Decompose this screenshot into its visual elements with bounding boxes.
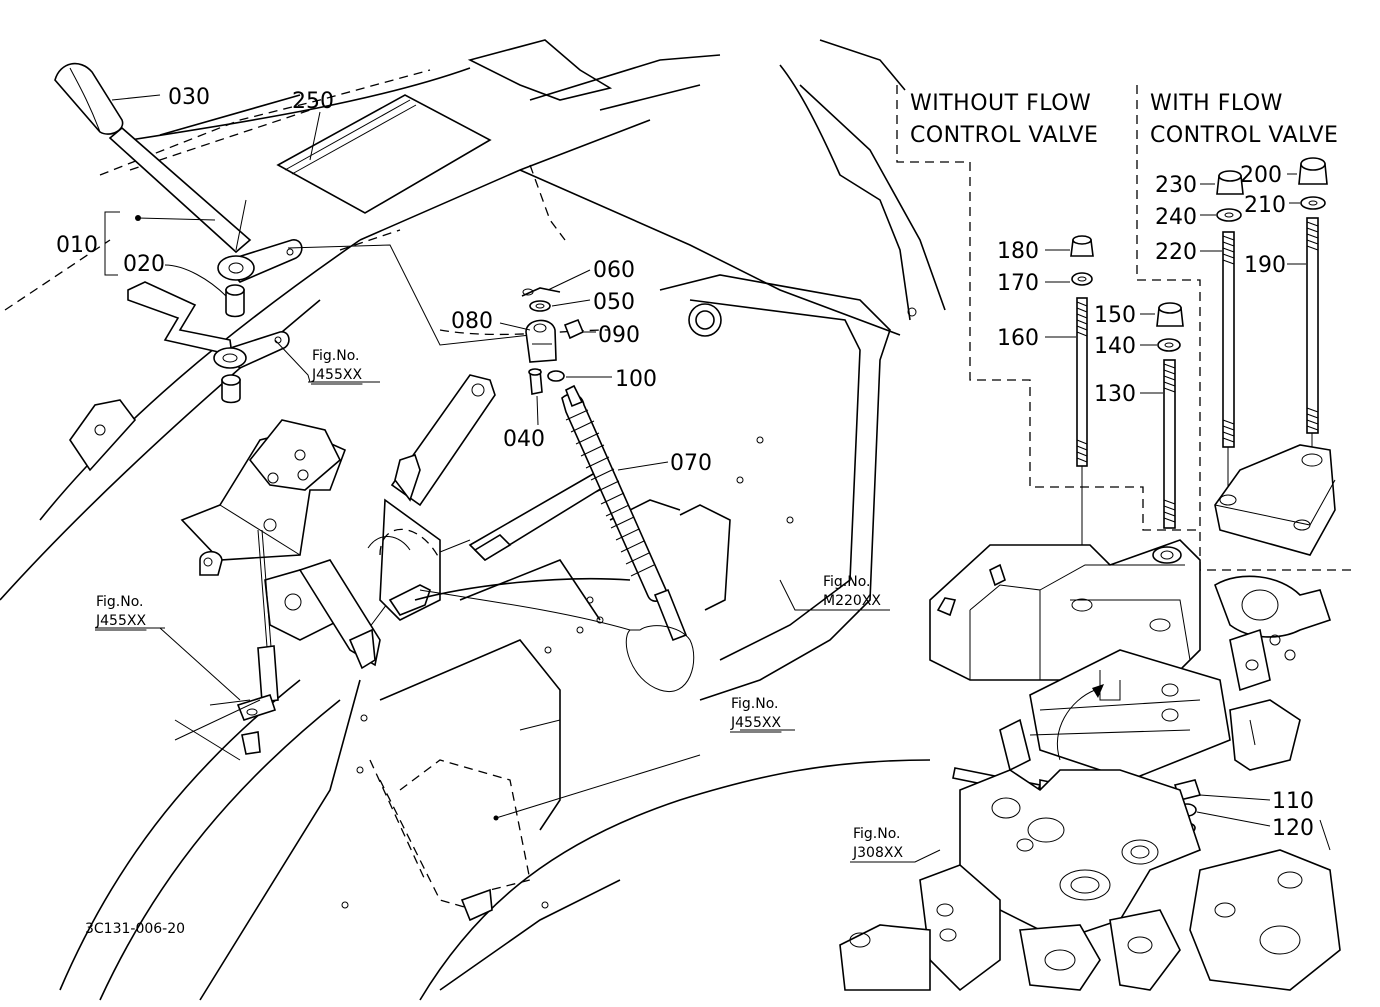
fig-ref-middle-code: J455XX bbox=[730, 715, 781, 731]
part-200-nut bbox=[1287, 157, 1328, 185]
label-010: 010 bbox=[56, 233, 98, 258]
label-020: 020 bbox=[123, 252, 165, 277]
part-020-bushing bbox=[164, 264, 245, 318]
part-210-washer bbox=[1289, 196, 1326, 210]
label-160: 160 bbox=[997, 326, 1039, 351]
part-090-clip bbox=[563, 318, 596, 340]
part-050-washer bbox=[529, 299, 591, 312]
label-080: 080 bbox=[451, 309, 493, 334]
part-190-stud bbox=[1287, 217, 1319, 455]
with-flow-line1: WITH FLOW bbox=[1150, 91, 1283, 116]
label-200: 200 bbox=[1240, 163, 1282, 188]
label-100: 100 bbox=[615, 367, 657, 392]
part-080-yoke bbox=[499, 319, 557, 363]
label-230: 230 bbox=[1155, 173, 1197, 198]
fig-ref-bottom-title: Fig.No. bbox=[853, 826, 901, 842]
part-240-washer bbox=[1200, 208, 1242, 222]
label-250: 250 bbox=[292, 89, 334, 114]
part-030-lever-grip bbox=[54, 62, 161, 135]
label-110: 110 bbox=[1272, 789, 1314, 814]
fig-ref-left-upper-code: J455XX bbox=[311, 367, 362, 383]
fig-ref-left-upper-title: Fig.No. bbox=[312, 348, 360, 364]
fig-ref-right-code: M220XX bbox=[823, 593, 881, 609]
part-250-sheet bbox=[276, 94, 492, 214]
body-panel-outlines bbox=[0, 39, 946, 1001]
part-070-cable bbox=[379, 384, 695, 693]
fig-ref-right-title: Fig.No. bbox=[823, 574, 871, 590]
fig-ref-bottom-code: J308XX bbox=[852, 845, 903, 861]
hydraulic-valve-block bbox=[929, 539, 1332, 781]
fig-ref-left-lower-code: J455XX bbox=[95, 613, 146, 629]
part-060-clip bbox=[521, 269, 591, 297]
part-170-washer bbox=[1045, 272, 1093, 286]
transmission-housing bbox=[839, 769, 1341, 992]
part-230-nut bbox=[1200, 170, 1244, 195]
flow-control-valve-cover bbox=[1214, 444, 1336, 556]
label-040: 040 bbox=[503, 427, 545, 452]
label-150: 150 bbox=[1094, 303, 1136, 328]
label-210: 210 bbox=[1244, 193, 1286, 218]
lower-lever-bracket bbox=[127, 281, 311, 404]
part-labels: 030 250 010 020 060 050 080 090 100 040 … bbox=[56, 85, 1314, 841]
variant-box-labels: WITHOUT FLOW CONTROL VALVE WITH FLOW CON… bbox=[910, 91, 1338, 148]
label-070: 070 bbox=[670, 451, 712, 476]
part-150-nut bbox=[1140, 302, 1184, 327]
label-120: 120 bbox=[1272, 816, 1314, 841]
part-130-stud bbox=[1140, 359, 1176, 529]
label-170: 170 bbox=[997, 271, 1039, 296]
part-040-pin bbox=[528, 368, 543, 426]
dashed-cab-edge bbox=[4, 69, 611, 336]
label-060: 060 bbox=[593, 258, 635, 283]
part-140-washer bbox=[1140, 338, 1181, 352]
label-240: 240 bbox=[1155, 205, 1197, 230]
fig-ref-middle-title: Fig.No. bbox=[731, 696, 779, 712]
variant-boundary-lines bbox=[896, 85, 1355, 571]
part-010-lever-assembly bbox=[104, 126, 531, 346]
label-090: 090 bbox=[598, 323, 640, 348]
label-130: 130 bbox=[1094, 382, 1136, 407]
fig-ref-left-lower-title: Fig.No. bbox=[96, 594, 144, 610]
part-100-nut bbox=[547, 370, 612, 382]
lever-mount-bracket bbox=[180, 374, 512, 670]
label-220: 220 bbox=[1155, 240, 1197, 265]
figure-references: Fig.No. J455XX Fig.No. J455XX Fig.No. J4… bbox=[95, 348, 904, 863]
part-110-clip bbox=[1173, 779, 1271, 801]
with-flow-line2: CONTROL VALVE bbox=[1150, 123, 1338, 148]
without-flow-line2: CONTROL VALVE bbox=[910, 123, 1098, 148]
lower-dashed-bracket bbox=[369, 719, 701, 922]
part-180-nut bbox=[1045, 235, 1094, 257]
label-190: 190 bbox=[1244, 253, 1286, 278]
part-220-stud bbox=[1200, 231, 1235, 490]
label-140: 140 bbox=[1094, 334, 1136, 359]
label-180: 180 bbox=[997, 239, 1039, 264]
label-050: 050 bbox=[593, 290, 635, 315]
linkage-rod bbox=[174, 529, 279, 761]
label-030: 030 bbox=[168, 85, 210, 110]
without-flow-line1: WITHOUT FLOW bbox=[910, 91, 1091, 116]
fig-reference-leaders bbox=[95, 381, 941, 863]
left-bracket-plate bbox=[69, 399, 137, 472]
drawing-code: 3C131-006-20 bbox=[85, 921, 185, 937]
